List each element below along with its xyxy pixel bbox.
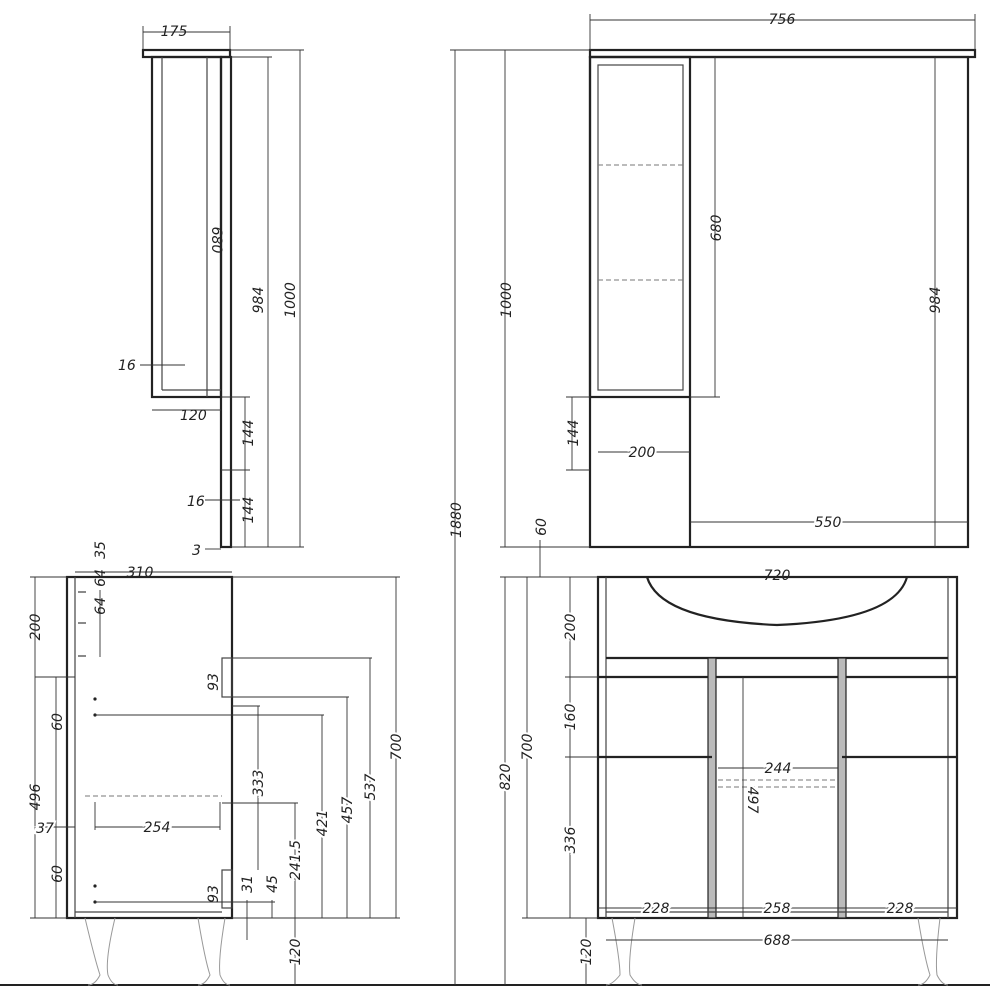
dim-label: 984 [251, 287, 267, 314]
dim-label: 1000 [283, 282, 299, 318]
dim-label: 537 [363, 774, 379, 801]
mirror-side-view: 175 680 984 1000 16 120 144 16 144 3 [118, 24, 304, 559]
dim-label: 1880 [449, 502, 465, 538]
dim-label: 550 [815, 515, 842, 531]
dim-label: 700 [520, 734, 536, 761]
dim-label: 756 [769, 12, 796, 28]
dim-label: 45 [265, 875, 281, 893]
dim-label: 228 [643, 901, 670, 917]
dim-label: 60 [534, 518, 550, 536]
dim-label: 680 [208, 227, 224, 254]
dim-label: 120 [180, 408, 207, 424]
dim-label: 93 [206, 673, 222, 691]
dim-label: 496 [28, 784, 44, 811]
dim-label: 37 [36, 821, 54, 837]
dim-label: 984 [928, 287, 944, 314]
dim-label: 200 [28, 614, 44, 641]
dim-label: 93 [206, 885, 222, 903]
dim-label: 457 [340, 797, 356, 824]
dim-label: 720 [764, 568, 791, 584]
dim-label: 680 [709, 215, 725, 242]
sink-bowl [645, 576, 909, 627]
dim-label: 241.5 [288, 840, 304, 880]
dim-label: 820 [498, 764, 514, 791]
dim-label: 244 [765, 761, 792, 777]
dim-label: 258 [764, 901, 791, 917]
dim-label: 336 [563, 827, 579, 854]
dim-label: 254 [144, 820, 171, 836]
dim-label: 160 [563, 704, 579, 731]
dim-label: 200 [563, 614, 579, 641]
dim-label: 144 [241, 420, 257, 447]
dim-label: 310 [127, 565, 154, 581]
dim-label: 333 [251, 770, 267, 797]
dim-label: 120 [288, 939, 304, 966]
mirror-front-view: 756 680 984 1000 1880 144 200 550 60 [449, 12, 977, 985]
dim-label: 421 [315, 810, 331, 837]
dim-label: 60 [50, 865, 66, 883]
dim-label: 144 [566, 420, 582, 447]
dim-label: 497 [744, 787, 760, 814]
dim-label: 688 [764, 933, 791, 949]
dim-label: 700 [389, 734, 405, 761]
dim-label: 64 [93, 597, 109, 615]
dim-label: 175 [161, 24, 188, 40]
dim-label: 120 [579, 939, 595, 966]
dim-label: 200 [629, 445, 656, 461]
dim-label: 60 [50, 713, 66, 731]
dim-label: 144 [241, 497, 257, 524]
dim-label: 1000 [499, 282, 515, 318]
dim-label: 16 [187, 494, 205, 510]
dim-label: 3 [192, 543, 201, 559]
vanity-front-view: 720 200 160 336 700 820 120 228 258 228 … [496, 568, 959, 986]
dim-label: 228 [887, 901, 914, 917]
dim-label: 35 [93, 541, 109, 559]
vanity-side-view: 310 35 64 64 200 496 60 37 60 254 93 93 … [28, 541, 407, 986]
dim-label: 64 [93, 569, 109, 587]
dim-label: 16 [118, 358, 136, 374]
dim-label: 31 [240, 875, 256, 893]
